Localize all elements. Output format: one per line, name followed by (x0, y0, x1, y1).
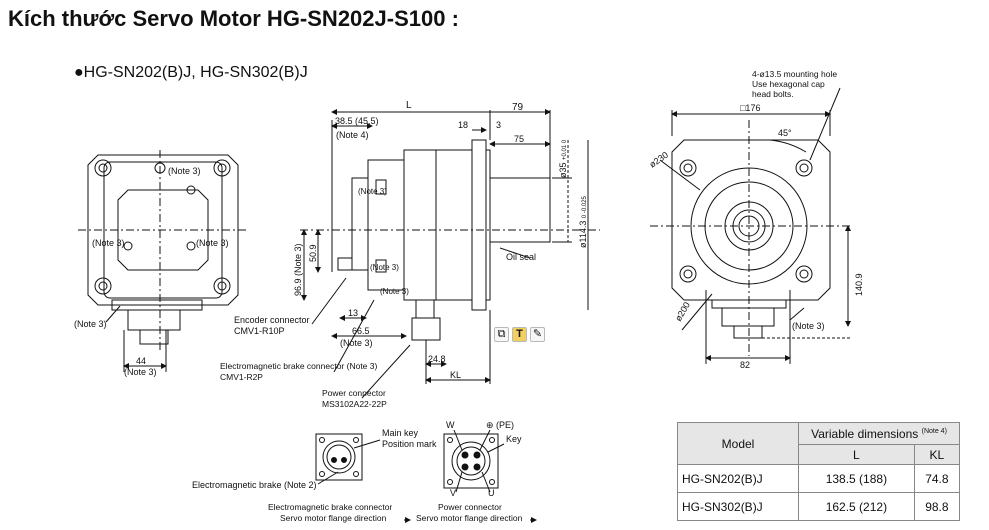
front-note3-tr: (Note 3) (168, 166, 201, 176)
table-header-model: Model (677, 422, 799, 465)
front-note3-bl: (Note 3) (74, 319, 107, 329)
pin-U: U (488, 488, 495, 498)
table-cell-model: HG-SN202(B)J (677, 464, 799, 493)
pin-PE: ⊕ (PE) (486, 420, 514, 430)
right-angle-45: 45° (778, 128, 792, 138)
main-key-label: Main key (382, 428, 419, 438)
side-dim-KL: KL (450, 370, 461, 380)
series-label: ●HG-SN202(B)J, HG-SN302(B)J (74, 64, 308, 81)
power-connector-caption: Power connector (438, 502, 502, 512)
side-oil-seal: Oil seal (506, 252, 536, 262)
table-cell-L: 162.5 (212) (798, 492, 915, 521)
table-cell-KL: 98.8 (913, 492, 961, 521)
pin-W: W (446, 420, 455, 430)
brake-flange-direction: Servo motor flange direction (280, 513, 387, 523)
side-note4: (Note 4) (336, 130, 369, 140)
side-dim-79: 79 (512, 102, 524, 113)
side-shaft-dia: ø35 +0.01 0 (558, 139, 568, 178)
mounting-hole-line2: Use hexagonal cap (752, 79, 825, 89)
right-dia-230: ø230 (647, 150, 670, 170)
side-dim-248: 24.8 (428, 354, 446, 364)
side-pilot-dia: ø114.3 0 -0.025 (578, 195, 588, 248)
front-note3-r: (Note 3) (196, 238, 229, 248)
front-note3-l: (Note 3) (92, 238, 125, 248)
page-title: Kích thước Servo Motor HG-SN202J-S100 : (8, 6, 459, 31)
side-dim-509: 50.9 (308, 244, 318, 262)
side-note3-c: (Note 3) (380, 287, 409, 296)
power-connector-part: MS3102A22-22P (322, 399, 387, 409)
position-mark-label: Position mark (382, 439, 437, 449)
power-connector-label: Power connector (322, 388, 386, 398)
front-dim-44: 44 (136, 356, 146, 366)
side-dim-L: L (406, 100, 412, 111)
pin-V: V (450, 488, 456, 498)
table-cell-L: 138.5 (188) (798, 464, 915, 493)
table-row: HG-SN302(B)J 162.5 (212) 98.8 (677, 492, 961, 521)
encoder-connector-part: CMV1-R10P (234, 326, 285, 336)
table-cell-model: HG-SN302(B)J (677, 492, 799, 521)
right-dim-82: 82 (740, 360, 750, 370)
right-dia-200: ø200 (673, 300, 692, 323)
side-dim-13: 13 (348, 308, 358, 318)
side-note3-b: (Note 3) (370, 263, 399, 272)
variable-dimensions-table: Model Variable dimensions (Note 4) L KL … (677, 422, 961, 521)
front-note3-bottom: (Note 3) (124, 367, 157, 377)
side-dim-18: 18 (458, 120, 468, 130)
table-cell-KL: 74.8 (913, 464, 961, 493)
copy-icon[interactable]: ⧉ (494, 327, 509, 342)
power-flange-direction: Servo motor flange direction (416, 513, 523, 523)
table-row: HG-SN202(B)J 138.5 (188) 74.8 (677, 464, 961, 493)
table-header-L: L (798, 444, 915, 465)
brake-note-label: Electromagnetic brake (Note 2) (192, 480, 317, 490)
side-dim-3: 3 (496, 120, 501, 130)
front-view-right (650, 87, 852, 364)
side-view (300, 109, 600, 399)
side-dim-665: 66.5 (352, 326, 370, 336)
table-header-variable: Variable dimensions (Note 4) (798, 422, 960, 445)
table-header-KL: KL (913, 444, 961, 465)
power-connector-detail (443, 429, 537, 523)
front-view-left (78, 150, 248, 372)
brake-connector-label: Electromagnetic brake connector (Note 3) (220, 361, 377, 371)
mounting-hole-line3: head bolts. (752, 89, 794, 99)
right-square-176: □176 (740, 103, 760, 113)
side-note3-d: (Note 3) (340, 338, 373, 348)
side-dim-385: 38.5 (45.5) (335, 116, 379, 126)
right-note3: (Note 3) (792, 321, 825, 331)
brake-connector-caption: Electromagnetic brake connector (268, 502, 392, 512)
text-icon[interactable]: T (512, 327, 527, 342)
floating-toolbar: ⧉ T ✎ (494, 327, 545, 342)
right-dim-1409: 140.9 (854, 273, 864, 296)
note-icon[interactable]: ✎ (530, 327, 545, 342)
side-dim-75: 75 (514, 134, 524, 144)
side-dim-969: 96.9 (Note 3) (293, 243, 303, 296)
brake-connector-detail (315, 433, 411, 523)
encoder-connector-label: Encoder connector (234, 315, 310, 325)
mounting-hole-line1: 4-ø13.5 mounting hole (752, 69, 837, 79)
brake-connector-part: CMV1-R2P (220, 372, 263, 382)
key-label: Key (506, 434, 522, 444)
side-note3-a: (Note 3) (358, 187, 387, 196)
